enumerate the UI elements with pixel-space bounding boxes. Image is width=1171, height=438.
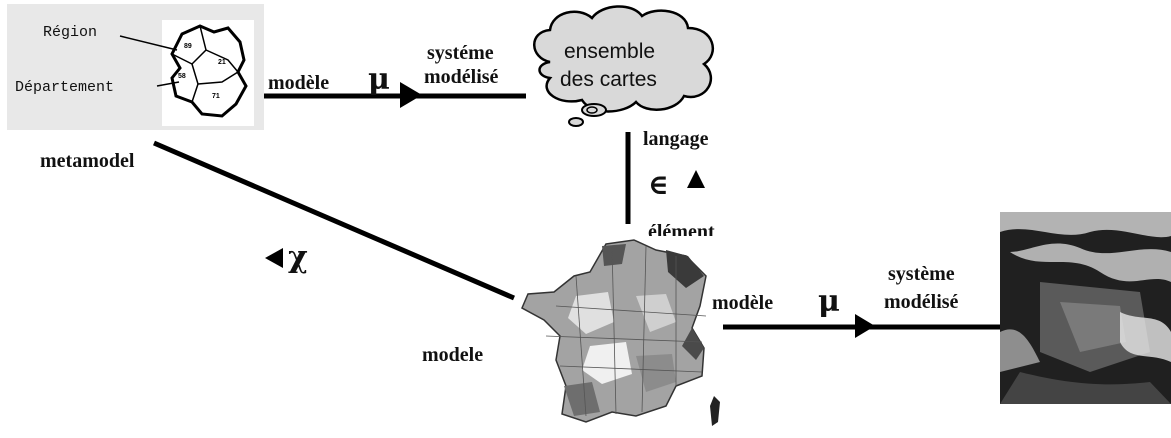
- line-metamodel-to-france: [153, 140, 515, 301]
- triangle-up: [687, 170, 705, 188]
- mu-symbol-top: μ: [368, 62, 390, 97]
- cloud-shape: [533, 5, 714, 127]
- label-langage: langage: [643, 128, 709, 150]
- chi-symbol: χ: [288, 240, 308, 275]
- label-modelise-top: modélisé: [424, 66, 499, 88]
- svg-text:21: 21: [218, 59, 226, 66]
- label-modelise-right: modélisé: [884, 291, 959, 313]
- cloud-text-line2: des cartes: [560, 68, 657, 91]
- label-systeme-right: système: [888, 263, 955, 285]
- metamodel-panel: 89 21 58 71 Région Département: [7, 4, 264, 130]
- label-departement: Département: [15, 79, 115, 96]
- cloud-text-line1: ensemble: [564, 40, 656, 63]
- label-systeme-top: systéme: [427, 42, 494, 64]
- arrow-right-bottom: [855, 314, 875, 338]
- arrow-right-top: [400, 82, 422, 108]
- bourgogne-map-icon: 89 21 58 71: [170, 24, 248, 118]
- bourgogne-map-card: 89 21 58 71: [162, 20, 254, 126]
- label-modele-right: modèle: [712, 292, 774, 314]
- label-metamodel: metamodel: [40, 150, 135, 172]
- satellite-image: [1000, 212, 1171, 404]
- france-map-icon: [521, 239, 720, 426]
- mu-symbol-right: μ: [818, 284, 840, 319]
- label-modele-top: modèle: [268, 72, 330, 94]
- arrow-left: [265, 248, 283, 268]
- svg-text:89: 89: [184, 43, 192, 50]
- element-of-symbol: ∈: [648, 168, 669, 201]
- metamodel-pointer-lines: [119, 35, 180, 87]
- label-region: Région: [43, 24, 98, 41]
- label-modele-bottom-left: modele: [422, 344, 484, 366]
- satellite-photo-icon: [1000, 212, 1171, 404]
- france-map-panel: [516, 236, 723, 433]
- svg-text:58: 58: [178, 73, 186, 80]
- svg-text:71: 71: [212, 93, 220, 100]
